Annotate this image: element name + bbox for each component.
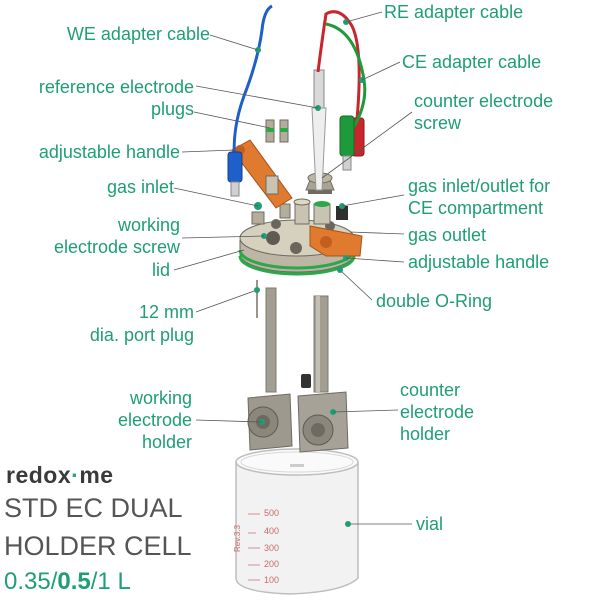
brand-name-b: me xyxy=(79,462,114,488)
port-plug-leader-dot xyxy=(254,287,260,293)
lid-fittings xyxy=(251,198,348,225)
label-we-holder-line1: working xyxy=(129,388,192,408)
label-ref-plugs-line1: reference electrode xyxy=(38,77,194,97)
label-adjustable-handle-right: adjustable handle xyxy=(408,252,550,272)
brand-name-dot: · xyxy=(71,462,80,488)
vial-scale-300: 300 xyxy=(264,543,279,553)
label-we-holder-line3: holder xyxy=(141,432,192,452)
label-we-screw-line2: electrode screw xyxy=(53,237,180,257)
label-double-oring: double O-Ring xyxy=(376,291,493,311)
working-electrode-holder xyxy=(247,393,293,451)
vial-leader-dot xyxy=(345,521,351,527)
vial-scale-400: 400 xyxy=(264,526,279,536)
label-gas-inout-line1: gas inlet/outlet for xyxy=(408,176,551,196)
vial-scale-200: 200 xyxy=(264,559,279,569)
volume-a: 0.35/ xyxy=(4,568,58,595)
label-gas-inlet: gas inlet xyxy=(106,177,174,197)
vial: 500 400 300 200 100 Rev.3.3 xyxy=(233,448,359,595)
label-vial: vial xyxy=(416,514,444,534)
label-adjustable-handle-left: adjustable handle xyxy=(38,142,180,162)
vial-scale-500: 500 xyxy=(264,508,279,518)
label-we-screw-line1: working xyxy=(117,215,180,235)
product-title-line2: HOLDER CELL xyxy=(4,531,192,561)
label-ce-adapter-cable: CE adapter cable xyxy=(402,52,542,72)
we-adapter-cable xyxy=(227,4,273,197)
reference-electrode xyxy=(311,69,327,191)
label-port-plug-line2: dia. port plug xyxy=(89,325,194,345)
vial-scale-100: 100 xyxy=(264,575,279,585)
oring-leader-dot xyxy=(337,267,343,273)
product-volumes: 0.35/0.5/1 L xyxy=(4,568,131,596)
label-ref-plugs-line2: plugs xyxy=(150,99,194,119)
label-ce-holder-line2: electrode xyxy=(400,402,475,422)
product-title-line1: STD EC DUAL xyxy=(4,493,183,523)
counter-electrode-screw xyxy=(305,172,335,194)
label-gas-inout-line2: CE compartment xyxy=(408,198,544,218)
label-counter-screw-line2: screw xyxy=(414,113,462,133)
leader-lines xyxy=(173,11,413,525)
label-ce-holder-line3: holder xyxy=(400,424,451,444)
label-we-adapter-cable: WE adapter cable xyxy=(66,24,210,44)
label-re-adapter-cable: RE adapter cable xyxy=(384,2,524,22)
reference-electrode-plugs xyxy=(265,119,289,195)
label-gas-outlet: gas outlet xyxy=(408,225,487,245)
vial-rev-mark: Rev.3.3 xyxy=(233,524,242,552)
brand-logo: redox·me xyxy=(6,462,114,489)
volume-c: /1 L xyxy=(90,568,131,595)
adjustable-handle-right xyxy=(309,225,363,261)
counter-electrode-holder xyxy=(297,391,349,453)
volume-b: 0.5 xyxy=(57,568,91,595)
label-port-plug-line1: 12 mm xyxy=(138,302,194,322)
vial-scale xyxy=(248,513,260,581)
electrode-rods xyxy=(256,280,329,393)
brand-name-a: redox xyxy=(6,462,72,488)
label-lid: lid xyxy=(151,260,170,280)
label-counter-screw-line1: counter electrode xyxy=(414,91,554,111)
label-we-holder-line2: electrode xyxy=(117,410,192,430)
label-ce-holder-line1: counter xyxy=(400,380,461,400)
